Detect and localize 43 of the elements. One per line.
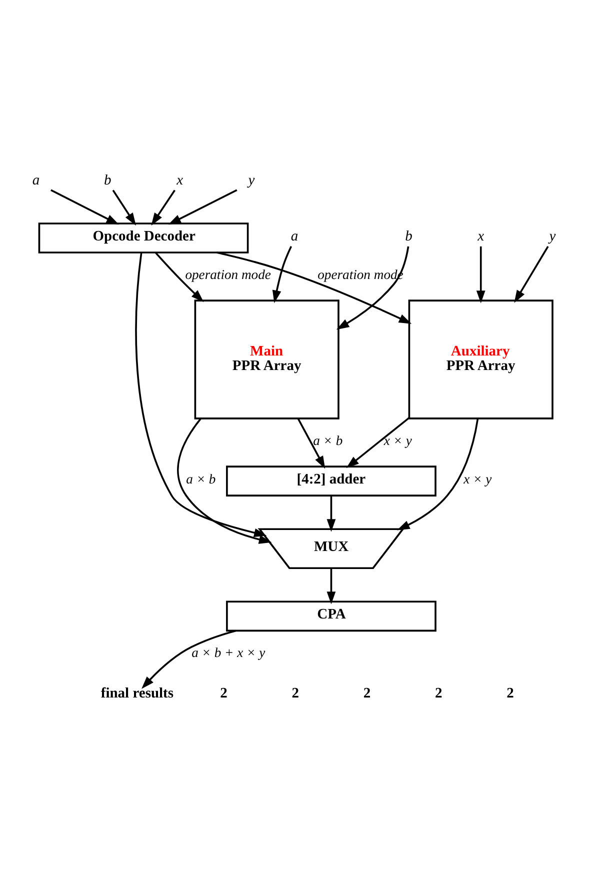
edge-label: x × y [464,471,492,486]
node-box: Auxiliary PPR Array [408,300,554,420]
arrow [297,418,326,469]
arrow [151,190,176,226]
arrow [216,252,412,324]
edge-label: a × b [186,471,216,486]
node-text: b [104,172,112,188]
node-box: Main PPR Array [194,300,340,420]
arrow [336,246,410,330]
edge-label: operation mode [185,266,271,282]
node-text: final results [100,686,174,702]
node-box: CPA [226,600,436,632]
label: 2 [220,686,228,702]
arrow [177,418,272,544]
edge-label: a × b + x × y [192,644,266,660]
arrow [50,189,120,225]
arrow [326,496,336,532]
arrow [346,417,410,468]
node-box: [4:2] adder [226,466,436,496]
node-text: x [478,228,484,245]
arrow [396,418,479,530]
node-text: b [405,228,412,245]
arrow [514,246,549,303]
node-box: Opcode Decoder [38,222,249,254]
node-text: a [32,172,40,188]
arrow [326,568,336,604]
arrow [154,252,204,302]
label: 2 [506,686,514,702]
arrow [142,630,236,689]
edge-label: x × y [384,432,412,448]
label: 2 [292,686,300,702]
label: 2 [363,686,371,702]
arrow [272,246,292,304]
node-text: x [176,172,184,188]
edge-label: a × b [313,432,343,448]
node-text: a [290,228,298,245]
node-text: y [549,228,556,245]
arrow [168,189,238,225]
node-text: y [248,172,255,188]
arrow [476,246,486,304]
label: 2 [435,686,442,702]
arrow [112,190,136,226]
arrow [135,252,267,538]
